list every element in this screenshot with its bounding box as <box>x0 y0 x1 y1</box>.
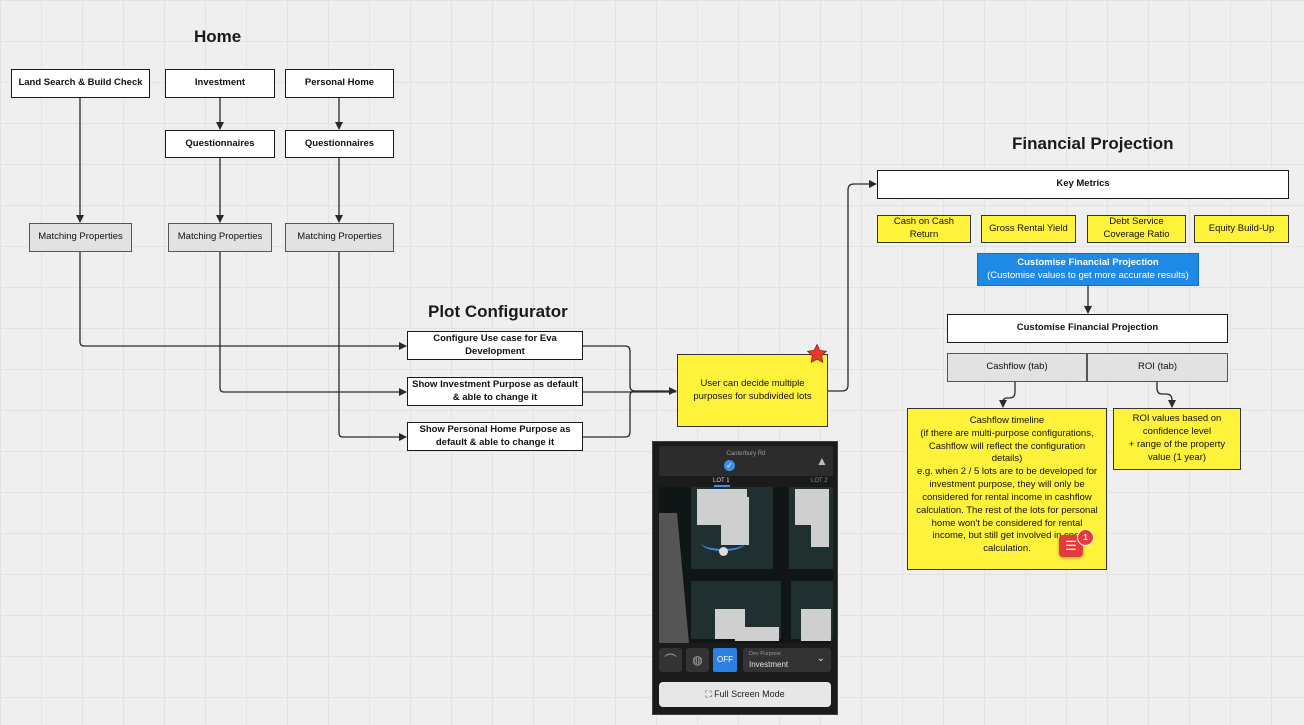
comment-count-badge: 1 <box>1077 529 1094 546</box>
connector-cashflow-to-note <box>999 382 1016 408</box>
matching-properties-node[interactable]: Matching Properties <box>285 223 394 252</box>
connector-note-to-keymetrics <box>828 180 877 392</box>
building-footprint <box>735 627 779 641</box>
multi-purpose-sticky-note[interactable]: User can decide multiple purposes for su… <box>677 354 828 427</box>
check-icon[interactable]: ✓ <box>724 460 735 471</box>
tab-cashflow[interactable]: Cashflow (tab) <box>947 353 1087 382</box>
expand-icon: ⛶ <box>705 689 715 699</box>
questionnaires-personal-node[interactable]: Questionnaires <box>285 130 394 158</box>
configure-use-case-node[interactable]: Configure Use case for Eva Development <box>407 331 583 360</box>
metric-gross-rental-yield[interactable]: Gross Rental Yield <box>981 215 1076 243</box>
texture-icon[interactable]: ◍ <box>686 648 709 672</box>
matching-properties-node[interactable]: Matching Properties <box>29 223 132 252</box>
lot-1-selected-indicator <box>714 485 730 487</box>
dev-purpose-label: Dev Purpose <box>749 651 781 657</box>
personal-home-node[interactable]: Personal Home <box>285 69 394 98</box>
map-header: Canterbury Rd ✓ ▲ <box>659 446 833 476</box>
questionnaires-investment-node[interactable]: Questionnaires <box>165 130 275 158</box>
toggle-off-button[interactable]: OFF <box>713 648 737 672</box>
contour-icon[interactable]: ⌒ <box>659 648 682 672</box>
connector-matching2-to-investment <box>219 252 407 396</box>
section-heading-plot-configurator: Plot Configurator <box>428 302 568 321</box>
connector-personal-to-note <box>583 390 636 438</box>
customise-financial-projection-node[interactable]: Customise Financial Projection <box>947 314 1228 343</box>
roi-sticky-note[interactable]: ROI values based on confidence level + r… <box>1113 408 1241 470</box>
section-heading-home: Home <box>194 27 242 46</box>
lot-map[interactable] <box>659 487 833 643</box>
building-footprint <box>811 489 829 547</box>
compass-icon: ▲ <box>816 454 828 468</box>
full-screen-button[interactable]: ⛶ Full Screen Mode <box>659 682 831 707</box>
building-footprint <box>801 609 831 641</box>
section-heading-financial-projection: Financial Projection <box>1012 134 1174 153</box>
key-metrics-node[interactable]: Key Metrics <box>877 170 1289 199</box>
metric-cash-on-cash-return[interactable]: Cash on Cash Return <box>877 215 971 243</box>
metric-debt-service-coverage-ratio[interactable]: Debt Service Coverage Ratio <box>1087 215 1186 243</box>
road-shape <box>659 513 689 643</box>
connector-roi-to-note <box>1156 382 1176 408</box>
chevron-down-icon: ⌄ <box>816 653 825 664</box>
show-personal-home-purpose-node[interactable]: Show Personal Home Purpose as default & … <box>407 422 583 451</box>
rotate-handle-icon[interactable] <box>719 547 728 556</box>
road-label: Canterbury Rd <box>726 451 766 457</box>
lot-2-label[interactable]: LOT 2 <box>811 478 828 484</box>
show-investment-purpose-node[interactable]: Show Investment Purpose as default & abl… <box>407 377 583 406</box>
connector-matching3-to-personal <box>338 252 407 441</box>
connector-matching1-to-configure <box>79 252 407 350</box>
metric-equity-build-up[interactable]: Equity Build-Up <box>1194 215 1289 243</box>
plot-configurator-mockup: Canterbury Rd ✓ ▲ LOT 1 LOT 2 ⌒ ◍ OFF De… <box>652 441 838 715</box>
land-search-node[interactable]: Land Search & Build Check <box>11 69 150 98</box>
dev-purpose-value: Investment <box>749 660 789 669</box>
map-controls: ⌒ ◍ OFF Dev Purpose Investment ⌄ <box>659 648 833 674</box>
lot-1-label[interactable]: LOT 1 <box>713 478 730 484</box>
dev-purpose-select[interactable]: Dev Purpose Investment ⌄ <box>743 648 831 672</box>
connector-configure-to-note <box>583 345 677 395</box>
star-icon[interactable] <box>806 343 828 365</box>
customise-blue-title: Customise Financial Projection <box>1017 256 1159 268</box>
matching-properties-node[interactable]: Matching Properties <box>168 223 272 252</box>
customise-blue-subtitle: (Customise values to get more accurate r… <box>987 269 1189 281</box>
full-screen-label: Full Screen Mode <box>714 689 785 699</box>
customise-financial-projection-button[interactable]: Customise Financial Projection (Customis… <box>977 253 1199 286</box>
investment-node[interactable]: Investment <box>165 69 275 98</box>
tab-roi[interactable]: ROI (tab) <box>1087 353 1228 382</box>
